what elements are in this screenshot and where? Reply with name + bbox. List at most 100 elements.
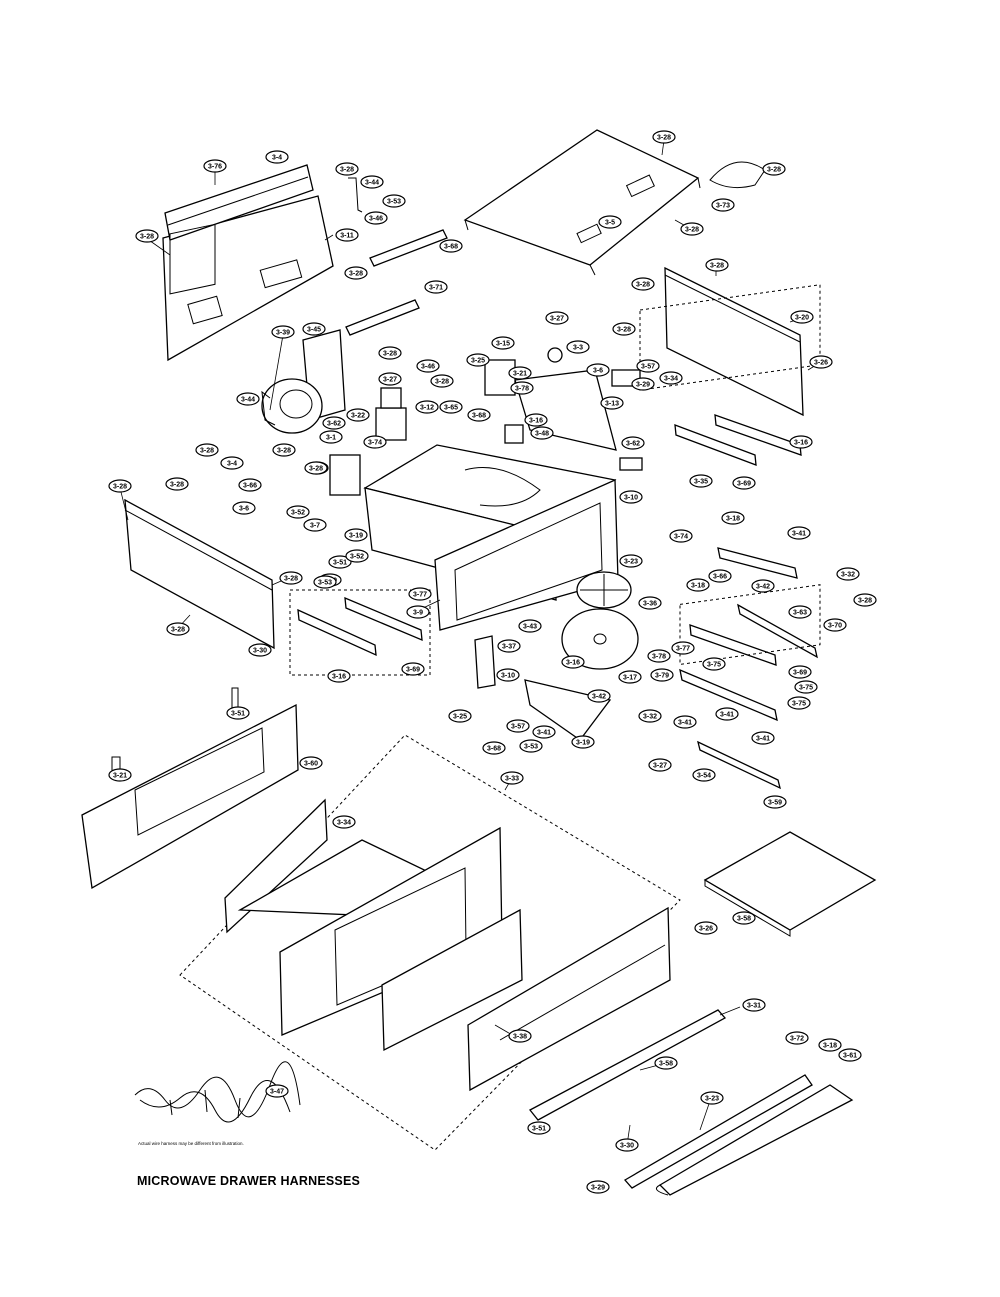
part-callout: 3-36 [638,596,662,610]
part-callout: 3-25 [448,709,472,723]
part-callout: 3-57 [636,359,660,373]
callout-bubble [853,593,877,607]
top-brackets [345,177,448,336]
callout-bubble [166,622,190,636]
part-callout: 3-71 [424,280,448,294]
part-callout: 3-29 [586,1180,610,1194]
part-callout: 3-28 [631,277,655,291]
callout-bubble [612,322,636,336]
callout-bubble [732,911,756,925]
callout-bubble [694,921,718,935]
part-callout: 3-78 [510,381,534,395]
callout-number: 3-37 [502,644,516,651]
left-side-panel [124,498,275,650]
part-callout: 3-34 [332,815,356,829]
callout-number: 3-28 [636,282,650,289]
callout-number: 3-16 [566,660,580,667]
callout-bubble [510,381,534,395]
part-callout: 3-12 [415,400,439,414]
callout-number: 3-19 [349,533,363,540]
callout-bubble [406,605,430,619]
callout-bubble [686,578,710,592]
part-callout: 3-26 [694,921,718,935]
part-callout: 3-4 [220,456,244,470]
part-callout: 3-5 [598,215,622,229]
callout-bubble [378,346,402,360]
part-callout: 3-58 [654,1056,678,1070]
callout-number: 3-76 [208,164,222,171]
callout-bubble [794,680,818,694]
part-callout: 3-66 [238,478,262,492]
part-callout: 3-6 [232,501,256,515]
callout-bubble [619,490,643,504]
callout-bubble [519,739,543,753]
callout-number: 3-44 [241,397,255,404]
callout-number: 3-28 [710,263,724,270]
callout-number: 3-16 [794,440,808,447]
part-callout: 3-23 [700,1091,724,1105]
part-callout: 3-4 [265,150,289,164]
callout-number: 3-26 [814,360,828,367]
part-callout: 3-58 [732,911,756,925]
callout-bubble [232,501,256,515]
callout-bubble [673,715,697,729]
right-rails [639,284,821,790]
callout-bubble [838,1048,862,1062]
callout-bubble [619,554,643,568]
callout-bubble [448,709,472,723]
callout-number: 3-28 [200,448,214,455]
callout-bubble [789,435,813,449]
part-callout: 3-68 [467,408,491,422]
part-callout: 3-68 [439,239,463,253]
callout-number: 3-31 [747,1003,761,1010]
part-callout: 3-38 [508,1029,532,1043]
callout-bubble [424,280,448,294]
callout-bubble [732,476,756,490]
callout-bubble [566,340,590,354]
callout-bubble [638,596,662,610]
part-callout: 3-76 [203,159,227,173]
callout-number: 3-62 [626,441,640,448]
callout-number: 3-25 [471,358,485,365]
callout-number: 3-32 [643,714,657,721]
callout-bubble [416,359,440,373]
callout-number: 3-30 [253,648,267,655]
part-callout: 3-28 [272,443,296,457]
part-callout: 3-69 [788,665,812,679]
callout-bubble [530,426,554,440]
callout-bubble [638,709,662,723]
callout-bubble [598,215,622,229]
callout-bubble [680,222,704,236]
part-callout: 3-28 [279,571,303,585]
page-title: MICROWAVE DRAWER HARNESSES [137,1174,361,1188]
part-callout: 3-59 [763,795,787,809]
callout-number: 3-5 [605,220,615,227]
callout-number: 3-34 [337,820,351,827]
callout-number: 3-74 [368,440,382,447]
part-callout: 3-25 [466,353,490,367]
part-callout: 3-73 [711,198,735,212]
callout-bubble [705,258,729,272]
part-callout: 3-54 [692,768,716,782]
callout-number: 3-16 [529,418,543,425]
callout-number: 3-20 [795,315,809,322]
part-callout: 3-6 [586,363,610,377]
callout-bubble [652,130,676,144]
callout-number: 3-59 [768,800,782,807]
part-callout: 3-44 [236,392,260,406]
callout-number: 3-79 [655,673,669,680]
callout-number: 3-61 [843,1053,857,1060]
callout-bubble [508,366,532,380]
part-callout: 3-19 [571,735,595,749]
part-callout: 3-28 [853,593,877,607]
callout-bubble [108,479,132,493]
part-callout: 3-53 [382,194,406,208]
callout-number: 3-18 [823,1043,837,1050]
callout-number: 3-69 [737,481,751,488]
callout-number: 3-46 [421,364,435,371]
callout-number: 3-58 [737,916,751,923]
callout-number: 3-41 [756,736,770,743]
callout-number: 3-51 [532,1126,546,1133]
callout-number: 3-10 [624,495,638,502]
